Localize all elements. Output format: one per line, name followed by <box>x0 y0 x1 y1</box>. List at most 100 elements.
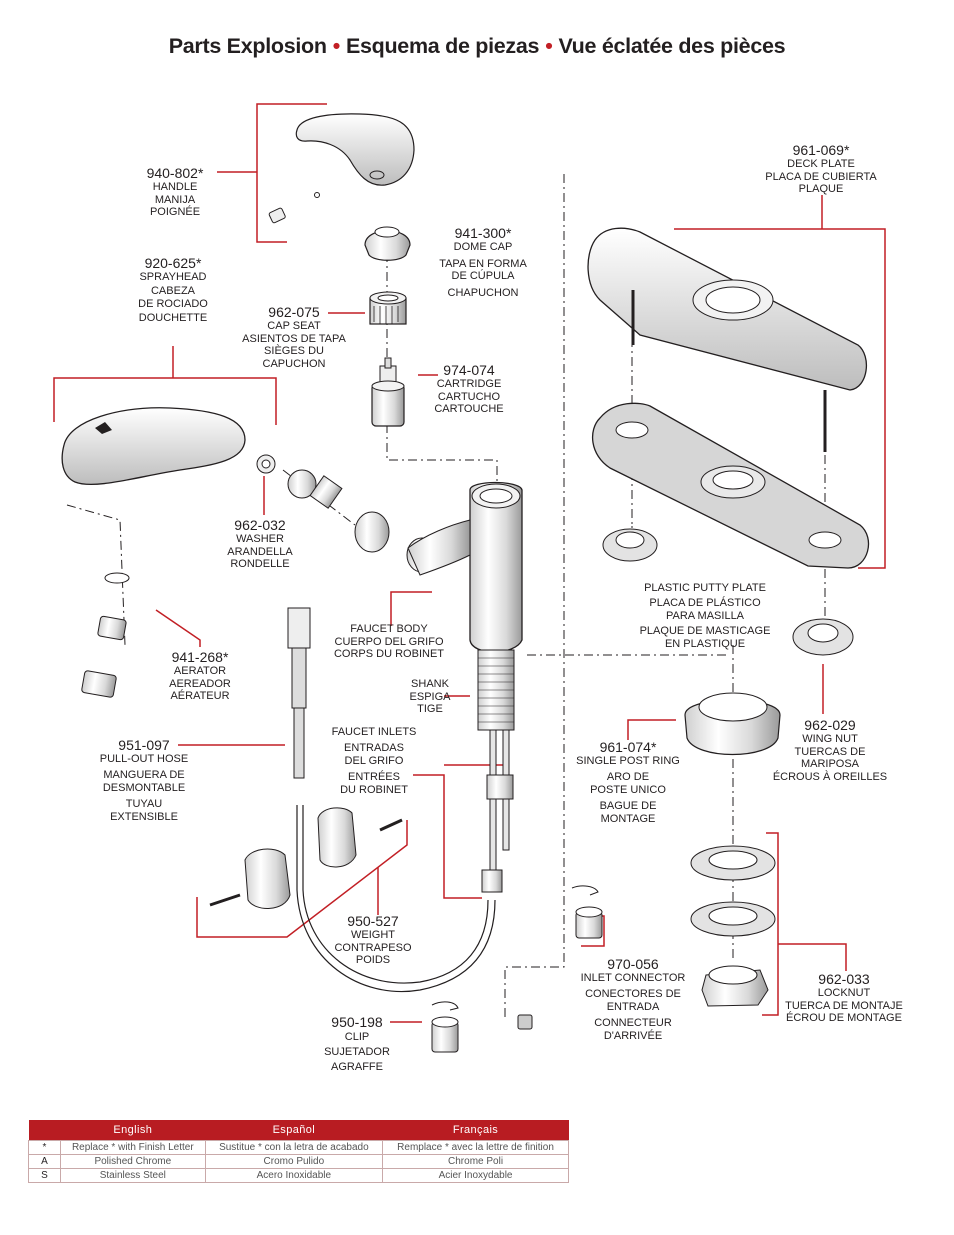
cap-seat-label: 962-075 CAP SEAT ASIENTOS DE TAPA SIÈGES… <box>232 305 356 370</box>
title-english: Parts Explosion <box>168 34 327 58</box>
putty-plate-label-fr-2: EN PLASTIQUE <box>664 638 746 650</box>
legend-cell-french: Chrome Poli <box>382 1154 569 1169</box>
washer-label-fr: RONDELLE <box>230 558 290 570</box>
washer-hole <box>261 459 271 469</box>
handle-label-fr: POIGNÉE <box>149 206 201 218</box>
legend-key: S <box>28 1168 61 1183</box>
cap-seat-part-number: 962-075 <box>268 304 320 320</box>
legend-header-row: English Español Français <box>28 1120 569 1141</box>
weight-label-es: CONTRAPESO <box>334 941 412 954</box>
deck-plate-label-es: PLACA DE CUBIERTA <box>765 170 877 183</box>
shank-label-en: SHANK <box>411 678 449 690</box>
inlet-connector-part-number: 970-056 <box>607 956 659 972</box>
title-french: Vue éclatée des pièces <box>558 34 786 58</box>
dome-cap-label-en: DOME CAP <box>453 241 513 253</box>
pullout-hose-label-es-2: DESMONTABLE <box>102 782 186 794</box>
weight-drawing <box>209 807 403 909</box>
title-separator: • <box>545 34 553 58</box>
putty-plate-label-en: PLASTIC PUTTY PLATE <box>644 582 766 594</box>
putty-plate-label-es-2: PARA MASILLA <box>665 610 745 622</box>
pullout-hose-label: 951-097 PULL-OUT HOSE MANGUERA DE DESMON… <box>94 738 194 825</box>
cartridge-part-number: 974-074 <box>443 362 495 378</box>
weight-label: 950-527 WEIGHT CONTRAPESO POIDS <box>327 914 419 967</box>
faucet-body-label-fr: CORPS DU ROBINET <box>333 648 444 660</box>
handle-part-number: 940-802* <box>146 165 204 181</box>
cap-seat-label-fr-1: SIÈGES DU <box>264 345 324 357</box>
locknut-label-en: LOCKNUT <box>817 987 871 999</box>
aerator-part-number: 941-268* <box>171 649 229 665</box>
putty-plate-label-es-1: PLACA DE PLÁSTICO <box>649 596 761 609</box>
faucet-body-label-en: FAUCET BODY <box>350 623 428 635</box>
clip-label-es: SUJETADOR <box>324 1046 390 1058</box>
faucet-inlets-label-fr-1: ENTRÉES <box>348 770 400 783</box>
deck-plate-drawing <box>587 227 868 452</box>
inlet-connector-label-es-1: CONECTORES DE <box>585 987 681 1000</box>
deck-plate-label: 961-069* DECK PLATE PLACA DE CUBIERTA PL… <box>760 143 882 196</box>
washer-part-number: 962-032 <box>234 517 286 533</box>
pullout-hose-label-es-1: MANGUERA DE <box>103 768 185 781</box>
legend-cell-spanish: Sustitue * con la letra de acabado <box>204 1140 384 1155</box>
pullout-hose-label-en: PULL-OUT HOSE <box>99 753 189 765</box>
dome-cap-drawing <box>364 226 411 261</box>
sprayhead-part-number: 920-625* <box>144 255 202 271</box>
page-title: Parts Explosion•Esquema de piezas•Vue éc… <box>0 34 954 59</box>
sprayhead-label-es-2: DE ROCIADO <box>138 298 208 310</box>
inlet-connector-label: 970-056 INLET CONNECTOR CONECTORES DE EN… <box>576 957 690 1044</box>
faucet-inlets-label-es-2: DEL GRIFO <box>344 755 404 767</box>
single-post-ring-label-fr-2: MONTAGE <box>600 813 656 825</box>
clip-label-fr: AGRAFFE <box>331 1061 383 1073</box>
shank-label: SHANK ESPIGA TIGE <box>404 678 456 716</box>
inlet-connector-drawing <box>431 885 603 1053</box>
legend-key: A <box>28 1154 61 1169</box>
legend-cell-french: Acier Inoxydable <box>382 1168 569 1183</box>
faucet-body-label-es: CUERPO DEL GRIFO <box>334 635 444 648</box>
deck-plate-label-en: DECK PLATE <box>787 158 855 170</box>
single-post-ring-label: 961-074* SINGLE POST RING ARO DE POSTE U… <box>570 740 686 827</box>
washer-label-es: ARANDELLA <box>227 545 293 558</box>
pullout-hose-drawing <box>287 607 496 992</box>
handle-label: 940-802* HANDLE MANIJA POIGNÉE <box>130 166 220 219</box>
inlet-connector-label-en: INLET CONNECTOR <box>580 972 686 984</box>
table-row: A Polished Chrome Cromo Pulido Chrome Po… <box>28 1154 569 1169</box>
pullout-hose-label-fr-1: TUYAU <box>125 797 163 810</box>
wing-nut-label: 962-029 WING NUT TUERCAS DE MARIPOSA ÉCR… <box>764 718 896 783</box>
aerator-label-en: AERATOR <box>173 665 227 677</box>
single-post-ring-label-fr-1: BAGUE DE <box>599 799 657 812</box>
washer-label: 962-032 WASHER ARANDELLA RONDELLE <box>220 518 300 571</box>
inlet-connector-label-es-2: ENTRADA <box>606 1001 660 1013</box>
aerator-label: 941-268* AERATOR AEREADOR AÉRATEUR <box>160 650 240 703</box>
locknut-label: 962-033 LOCKNUT TUERCA DE MONTAJE ÉCROU … <box>782 972 906 1025</box>
aerator-label-fr: AÉRATEUR <box>170 690 230 702</box>
putty-plate-label: PLASTIC PUTTY PLATE PLACA DE PLÁSTICO PA… <box>630 582 780 652</box>
handle-drawing <box>268 113 415 224</box>
table-row: S Stainless Steel Acero Inoxidable Acier… <box>28 1168 569 1183</box>
cartridge-label-en: CARTRIDGE <box>436 378 502 390</box>
cartridge-drawing <box>371 357 405 427</box>
locknut-part-number: 962-033 <box>818 971 870 987</box>
faucet-inlets-label-en: FAUCET INLETS <box>331 726 417 738</box>
single-post-ring-label-es-1: ARO DE <box>606 770 650 783</box>
sprayhead-label: 920-625* SPRAYHEAD CABEZA DE ROCIADO DOU… <box>123 256 223 325</box>
wing-nut-label-es: TUERCAS DE MARIPOSA <box>794 745 866 771</box>
shank-label-fr: TIGE <box>417 703 443 715</box>
dome-cap-label-es-1: TAPA EN FORMA <box>439 257 527 270</box>
wing-nut-label-en: WING NUT <box>802 733 858 745</box>
legend-header-french: Français <box>382 1120 569 1141</box>
wing-nut-part-number: 962-029 <box>804 717 856 733</box>
shank-label-es: ESPIGA <box>409 690 451 703</box>
faucet-inlets-label: FAUCET INLETS ENTRADAS DEL GRIFO ENTRÉES… <box>328 726 420 798</box>
deck-plate-part-number: 961-069* <box>792 142 850 158</box>
legend-cell-spanish: Cromo Pulido <box>204 1154 384 1169</box>
legend-cell-french: Remplace * avec la lettre de finition <box>382 1140 569 1155</box>
weight-label-en: WEIGHT <box>351 929 395 941</box>
finish-legend-table: English Español Français * Replace * wit… <box>28 1120 569 1183</box>
table-row: * Replace * with Finish Letter Sustitue … <box>28 1140 569 1155</box>
cap-seat-label-es: ASIENTOS DE TAPA <box>242 332 346 345</box>
single-post-ring-label-es-2: POSTE UNICO <box>590 784 666 796</box>
handle-label-en: HANDLE <box>152 181 198 193</box>
sprayhead-label-es-1: CABEZA <box>150 284 195 297</box>
legend-cell-spanish: Acero Inoxidable <box>204 1168 384 1183</box>
dome-cap-part-number: 941-300* <box>454 225 512 241</box>
locknut-label-fr: ÉCROU DE MONTAGE <box>786 1012 902 1024</box>
handle-label-es: MANIJA <box>154 193 196 206</box>
